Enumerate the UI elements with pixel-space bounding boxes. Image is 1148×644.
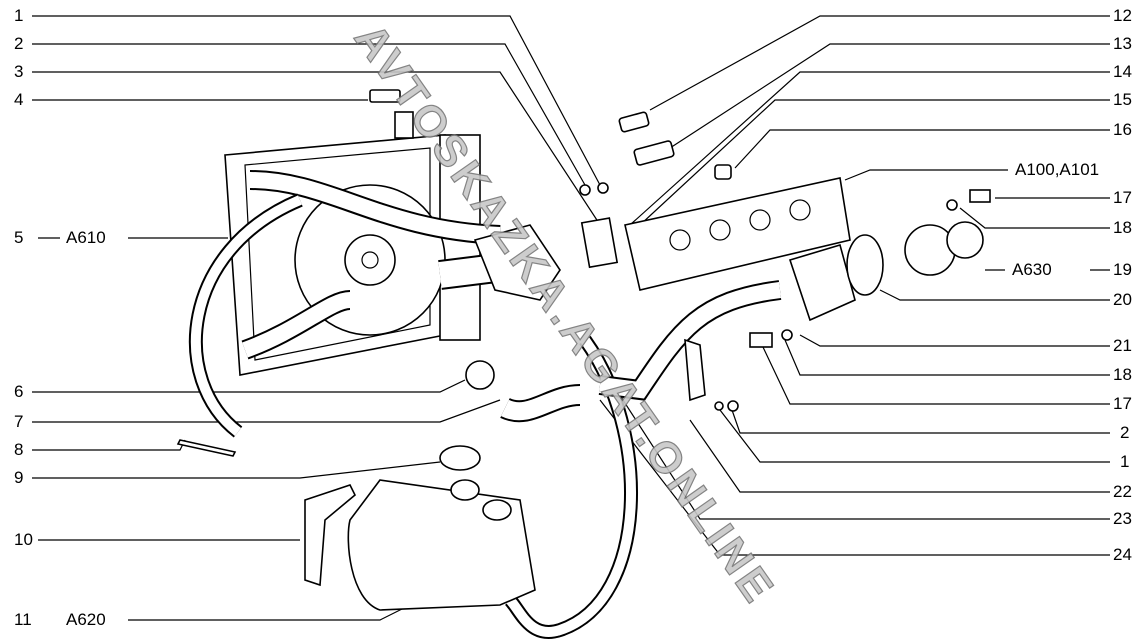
callout-22: 22 [1113,482,1132,501]
callout-16: 16 [1113,120,1132,139]
callout-18b: 18 [1113,365,1132,384]
callout-19: 19 [1113,260,1132,279]
callout-5-ref: A610 [66,228,106,247]
callout-13: 13 [1113,34,1132,53]
callout-a100-a101: A100,A101 [1015,160,1100,179]
water-pump [788,189,991,322]
cylinder-head [624,177,851,291]
callout-7: 7 [14,412,24,431]
callout-24: 24 [1113,545,1132,564]
callout-21: 21 [1113,336,1132,355]
callout-19-ref: A630 [1012,260,1052,279]
callout-2: 2 [14,34,24,53]
callout-2b: 2 [1120,423,1130,442]
callout-23: 23 [1113,509,1132,528]
leader-lines-left [32,15,611,621]
callout-10: 10 [14,530,33,549]
small-parts [176,89,793,457]
expansion-tank [304,445,536,611]
callout-8: 8 [14,440,24,459]
callout-1: 1 [14,6,24,25]
callout-5: 5 [14,228,24,247]
callout-3: 3 [14,62,24,81]
callout-15: 15 [1113,90,1132,109]
callout-4: 4 [14,90,24,109]
callout-17: 17 [1113,188,1132,207]
callout-18: 18 [1113,218,1132,237]
leader-lines-right [599,15,1110,556]
callout-11-ref: A620 [66,610,106,629]
callout-14: 14 [1113,62,1132,81]
thermostat-housing [473,182,619,301]
callout-1b: 1 [1120,452,1130,471]
callout-9: 9 [14,468,24,487]
callout-20: 20 [1113,290,1132,309]
callout-11: 11 [14,610,32,629]
callout-17b: 17 [1113,394,1132,413]
callout-6: 6 [14,382,24,401]
callout-12: 12 [1113,6,1132,25]
